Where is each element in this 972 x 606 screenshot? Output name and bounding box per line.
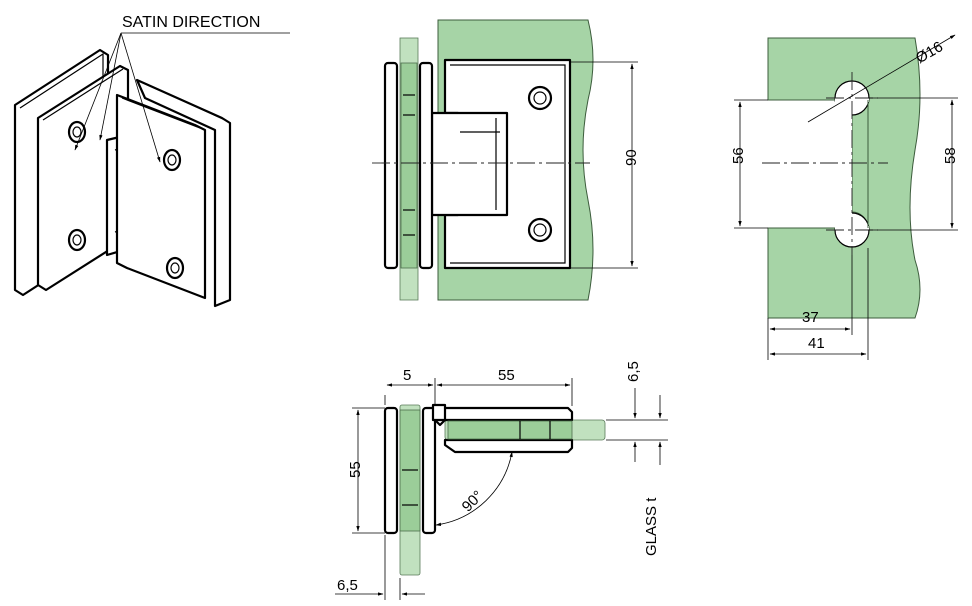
dim-6-5-bottom: 6,5 [337,577,358,594]
cutout-view: Ø16 56 58 37 41 [730,34,959,360]
angle-90: 90° [459,487,487,515]
dim-55-vertical: 55 [347,461,364,478]
front-view: 90 [372,19,640,301]
glass-t-label: GLASS t [643,497,660,556]
top-view: 90° 5 55 6,5 GLASS t 55 6,5 [335,361,668,600]
dim-5: 5 [403,367,411,384]
dim-37: 37 [802,309,819,326]
isometric-view: SATIN DIRECTION [13,14,290,308]
dim-55-horizontal: 55 [498,367,515,384]
dim-58: 58 [942,147,959,164]
dim-90: 90 [623,149,640,166]
dim-41: 41 [808,335,825,352]
dim-56: 56 [730,147,747,164]
dim-diameter-16: Ø16 [913,38,946,67]
dim-6-5-right: 6,5 [625,361,642,382]
satin-direction-label: SATIN DIRECTION [122,14,260,31]
